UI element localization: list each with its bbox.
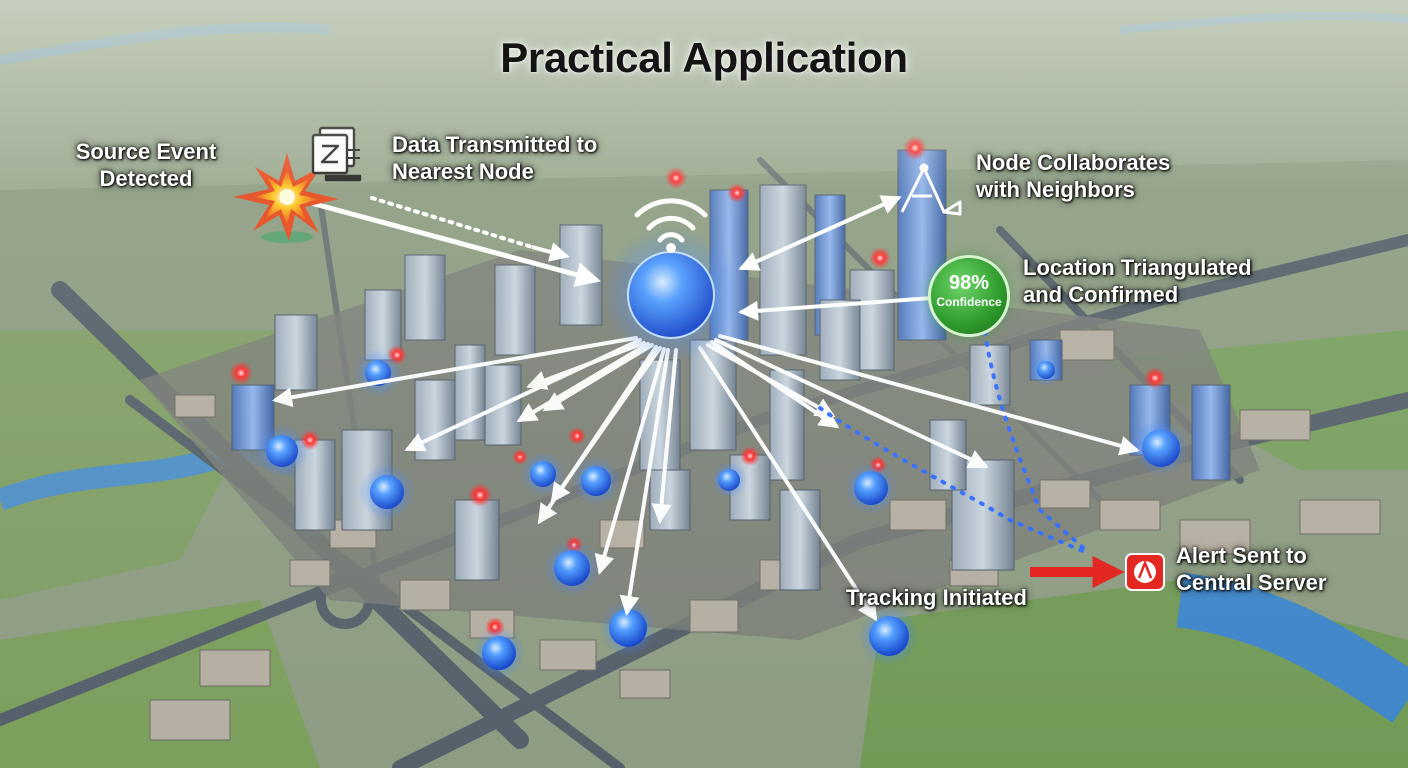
collaborates-label: Node Collaborates with Neighbors	[976, 150, 1171, 202]
confidence-percent: 98%	[948, 272, 990, 294]
source-event-label: Source Event Detected	[75, 139, 217, 191]
confidence-caption: Confidence	[936, 295, 1002, 309]
page-title: Practical Application	[500, 34, 908, 81]
alert-label: Alert Sent to Central Server	[1176, 543, 1327, 595]
triangulated-label: Location Triangulated and Confirmed	[1023, 255, 1252, 307]
confidence-badge: 98% Confidence	[931, 258, 1007, 334]
tracking-label: Tracking Initiated	[846, 585, 1027, 610]
data-transmitted-label: Data Transmitted to Nearest Node	[392, 132, 598, 184]
